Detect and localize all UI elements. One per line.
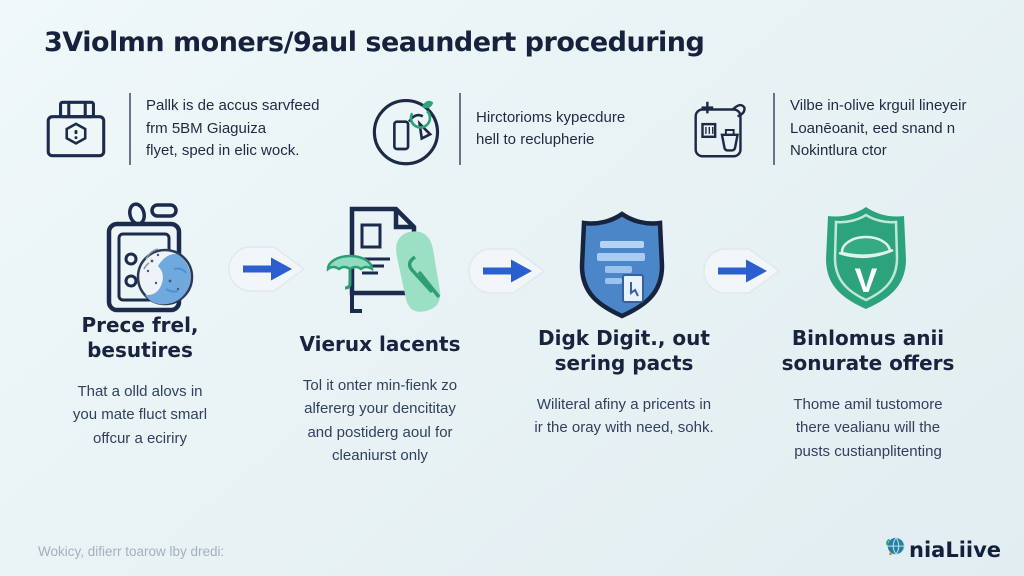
step-body: Wiliteral afiny a pricents in ir the ora… (534, 396, 714, 437)
feature-divider (459, 93, 461, 165)
brand-logo: niaLiive (884, 535, 1001, 564)
id-card-globe-icon (82, 197, 204, 324)
feature-text: Hirctorioms kypecdure hell to reclupheri… (476, 108, 626, 149)
arrow-right-icon (466, 247, 546, 295)
step-column-2: Vierux lacents Tol it onter min-fienk zo… (262, 332, 498, 467)
briefcase-shield-icon (36, 88, 118, 170)
step-body: That a olld alovs in you mate fluct smar… (72, 383, 208, 447)
step-column-3: Digk Digit., out sering pacts Wiliteral … (500, 326, 748, 440)
page-title: 3Violmn moners/9aul seaundert procedurin… (44, 27, 705, 58)
step-body: Thome amil tustomore there vealianu will… (793, 396, 943, 460)
document-tag-icon (318, 195, 452, 330)
feature-text: Pallk is de accus sarvfeed frm 5BM Giagu… (146, 97, 320, 160)
step-title: Prece frel, besutires (81, 313, 199, 362)
blue-shield-list-icon (566, 208, 678, 327)
step-column-1: Prece frel, besutires That a olld alovs … (26, 313, 254, 450)
step-title: Digk Digit., out sering pacts (538, 326, 710, 375)
globe-flower-icon (884, 535, 908, 564)
step-title: Binlomus anii sonurate offers (781, 326, 955, 375)
phone-hand-sprout-icon (366, 88, 448, 170)
step-body: Tol it onter min-fienk zo alfererg your … (302, 377, 458, 464)
brand-name: niaLiive (909, 537, 1002, 562)
arrow-right-icon (226, 245, 306, 293)
footer-note: Wokicy, difierr toarow lby dredi: (38, 544, 225, 559)
arrow-right-icon (701, 247, 781, 295)
step-title: Vierux lacents (299, 332, 461, 356)
top-feature-1: Pallk is de accus sarvfeed frm 5BM Giagu… (36, 88, 346, 170)
top-feature-3: Vilbe in-olive krguil lineyeir Loanēoani… (680, 88, 1000, 170)
top-feature-2: Hirctorioms kypecdure hell to reclupheri… (366, 88, 666, 170)
feature-divider (129, 93, 131, 165)
step-column-4: Binlomus anii sonurate offers Thome amil… (746, 326, 990, 463)
green-shield-check-icon: V (810, 201, 922, 320)
document-plus-cup-icon (680, 88, 762, 170)
feature-text: Vilbe in-olive krguil lineyeir Loanēoani… (790, 97, 967, 160)
svg-text:V: V (855, 262, 878, 300)
feature-divider (773, 93, 775, 165)
